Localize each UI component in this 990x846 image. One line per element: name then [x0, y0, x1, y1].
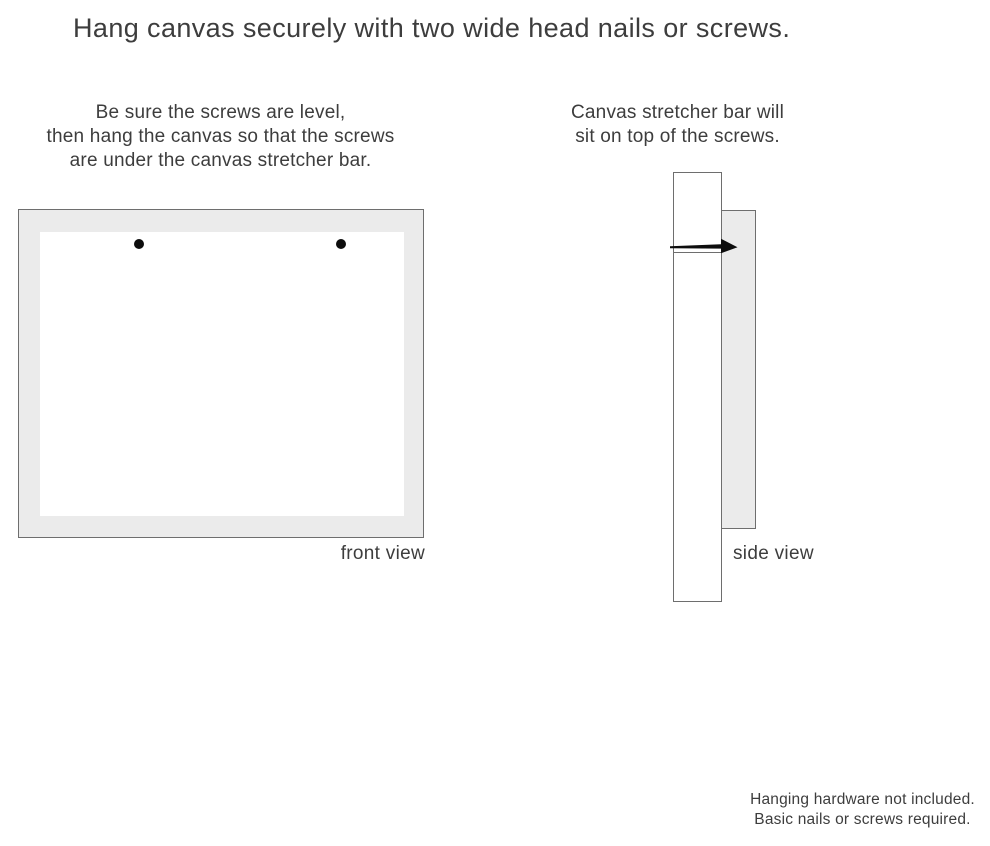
- screw-head-dot-right-icon: [336, 239, 346, 249]
- side-view-caption: side view: [733, 543, 814, 564]
- front-view-canvas-frame: [18, 209, 424, 538]
- front-instruction-line-3: are under the canvas stretcher bar.: [69, 150, 372, 171]
- hardware-note-line-1: Hanging hardware not included.: [750, 791, 975, 808]
- side-view-instructions: Canvas stretcher bar will sit on top of …: [555, 101, 800, 149]
- side-view-stretcher-bar: [673, 172, 722, 602]
- front-view-canvas-face: [40, 232, 404, 516]
- nail-icon: [670, 238, 738, 254]
- side-instruction-line-1: Canvas stretcher bar will: [570, 102, 785, 123]
- nail-level-line: [673, 252, 722, 253]
- page-title: Hang canvas securely with two wide head …: [73, 13, 791, 43]
- front-instruction-line-2: then hang the canvas so that the screws: [46, 126, 395, 147]
- side-instruction-line-2: sit on top of the screws.: [575, 126, 780, 147]
- hardware-note-line-2: Basic nails or screws required.: [754, 811, 971, 828]
- hardware-note: Hanging hardware not included. Basic nai…: [740, 790, 985, 830]
- front-view-caption: front view: [340, 543, 425, 564]
- screw-head-dot-left-icon: [134, 239, 144, 249]
- front-instruction-line-1: Be sure the screws are level,: [95, 102, 346, 123]
- front-view-instructions: Be sure the screws are level, then hang …: [18, 101, 423, 173]
